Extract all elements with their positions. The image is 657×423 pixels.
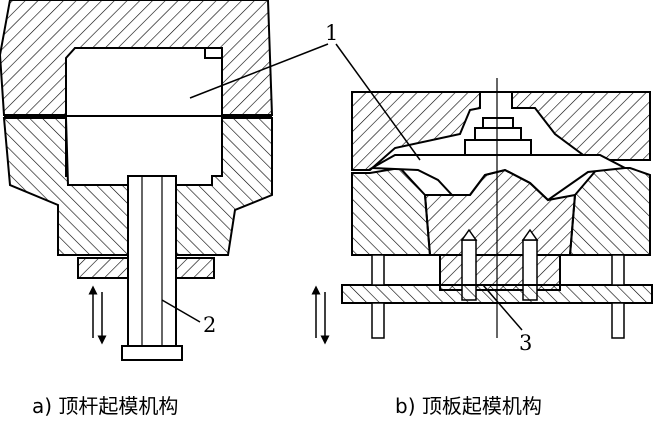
pattern-step-top <box>482 117 514 129</box>
callout-3: 3 <box>519 331 532 355</box>
leader-2 <box>161 299 201 323</box>
column-1 <box>371 254 385 286</box>
pattern-step-low <box>464 139 532 156</box>
pin-right-tip <box>521 228 539 241</box>
leader-3 <box>482 284 523 331</box>
callout-2: 2 <box>203 313 216 337</box>
column-4 <box>611 302 625 339</box>
pin-left-tip <box>460 228 478 241</box>
upper-mold-b <box>351 91 651 171</box>
ejector-pin-head <box>121 345 183 361</box>
caption-b: b) 顶板起模机构 <box>395 394 542 418</box>
guide-plate-left <box>77 257 129 279</box>
pattern-step-mid <box>474 127 522 141</box>
ejector-pin <box>127 175 177 347</box>
column-3 <box>611 254 625 286</box>
caption-a: a) 顶杆起模机构 <box>32 394 178 418</box>
leader-1-a <box>189 43 329 99</box>
column-2 <box>371 302 385 339</box>
leader-1-b <box>335 43 421 161</box>
figure-a <box>0 0 274 361</box>
figure-b <box>311 78 653 345</box>
callout-1: 1 <box>325 21 338 45</box>
guide-plate-right <box>175 257 215 279</box>
